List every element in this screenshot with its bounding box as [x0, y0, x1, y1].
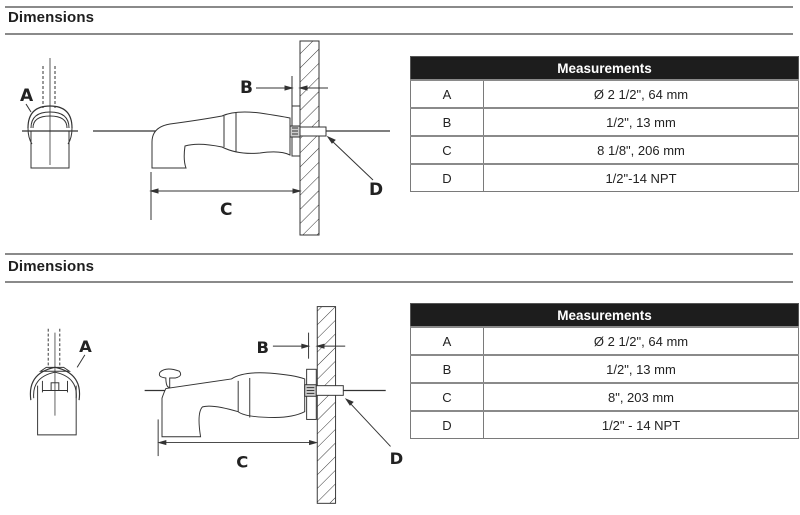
spout-front-view [22, 58, 78, 169]
row-key: A [410, 326, 484, 356]
label-d: D [369, 180, 383, 200]
spout-side-view [144, 368, 386, 438]
arrow-a [25, 103, 32, 113]
table-header: Measurements [410, 56, 799, 81]
label-a: A [79, 337, 92, 356]
tub-spout-diverter-diagram: A B C D [29, 306, 404, 504]
row-key: D [410, 163, 484, 192]
row-key: B [410, 354, 484, 384]
section-divider-bottom [5, 33, 793, 35]
section-title: Dimensions [8, 258, 95, 275]
row-key: A [410, 79, 484, 109]
dimension-b [256, 76, 328, 106]
row-value: 1/2", 13 mm [483, 107, 799, 137]
arrow-a [76, 354, 86, 368]
row-key: B [410, 107, 484, 137]
spout-front-view [29, 328, 81, 436]
arrow-d [326, 135, 374, 181]
section-title: Dimensions [8, 9, 95, 26]
table-header: Measurements [410, 303, 799, 328]
row-value: 8 1/8", 206 mm [483, 135, 799, 165]
label-b: B [257, 338, 269, 357]
row-key: C [410, 382, 484, 412]
section-divider-top [5, 253, 793, 255]
wall-section [316, 306, 337, 504]
dimension-c [149, 172, 302, 220]
row-value: 1/2" - 14 NPT [483, 410, 799, 439]
row-key: C [410, 135, 484, 165]
label-b: B [240, 78, 253, 98]
dimension-c [157, 419, 319, 457]
section-divider-top [5, 6, 793, 8]
wall-section [299, 40, 320, 236]
dimension-b [272, 332, 346, 359]
row-value: 1/2", 13 mm [483, 354, 799, 384]
row-key: D [410, 410, 484, 439]
row-value: 8", 203 mm [483, 382, 799, 412]
spout-side-view [93, 105, 390, 169]
label-a: A [20, 86, 34, 106]
row-value: Ø 2 1/2", 64 mm [483, 79, 799, 109]
label-d: D [390, 449, 404, 468]
tub-spout-diagram: A B C D [20, 40, 390, 236]
section-divider-bottom [5, 281, 793, 283]
label-c: C [236, 453, 248, 472]
arrow-d [344, 398, 391, 447]
row-value: 1/2"-14 NPT [483, 163, 799, 192]
row-value: Ø 2 1/2", 64 mm [483, 326, 799, 356]
label-c: C [220, 200, 232, 220]
